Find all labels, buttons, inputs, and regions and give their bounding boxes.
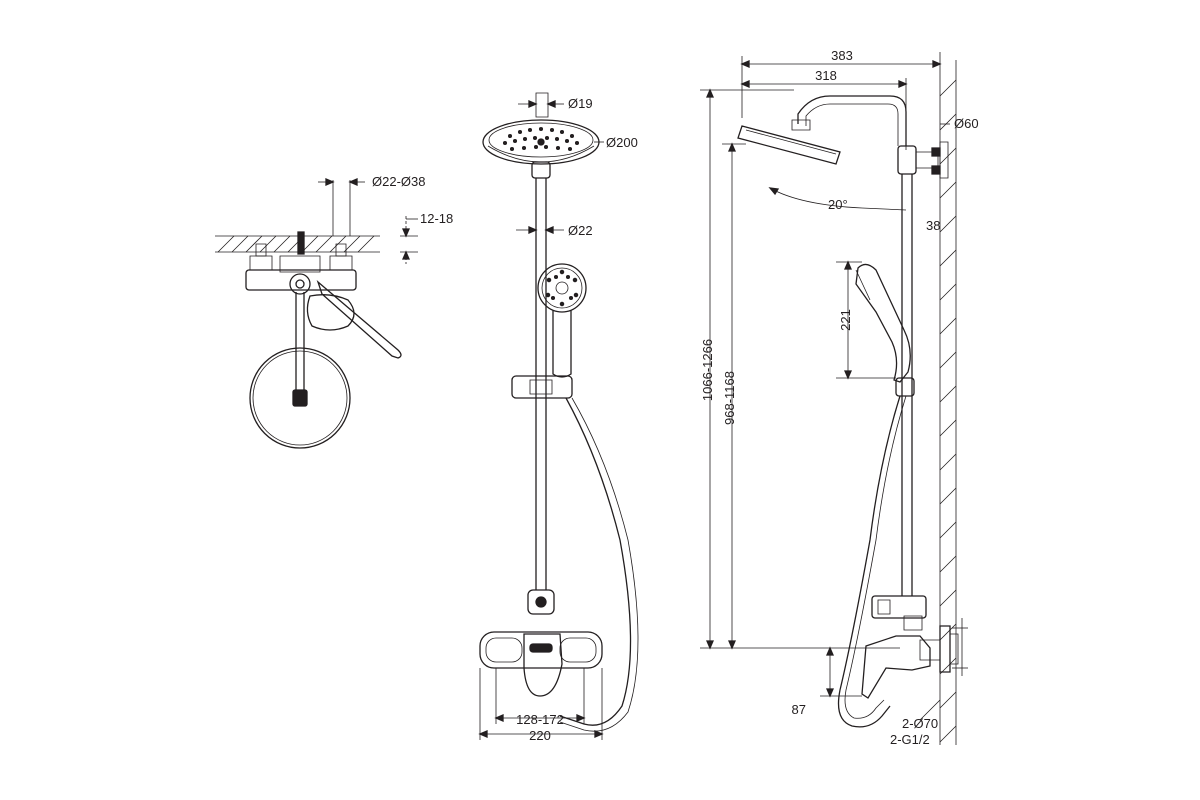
top-offset-label: 12-18 [420, 211, 453, 226]
top-view: Ø22-Ø38 12-18 [215, 174, 453, 448]
side-tilt-label: 20° [828, 197, 848, 212]
front-width-dimensions [480, 668, 602, 740]
head-nozzles [504, 128, 579, 151]
side-view: 383 318 20° Ø60 38 [700, 48, 979, 747]
top-inlet-dimension [318, 179, 365, 185]
top-inlet-label: Ø22-Ø38 [372, 174, 425, 189]
side-inner-height-label: 968-1168 [722, 371, 737, 425]
side-total-reach-label: 383 [831, 48, 853, 63]
side-height-dimensions [700, 90, 900, 648]
handheld-nozzles [546, 270, 577, 305]
front-outer-width-label: 220 [529, 728, 551, 743]
side-thread-label: 2-G1/2 [890, 732, 930, 747]
top-wall-hatch [215, 236, 380, 252]
side-arm-reach-label: 318 [815, 68, 837, 83]
side-handheld-label: 221 [838, 309, 853, 331]
front-rail-label: Ø22 [568, 223, 593, 238]
front-view: Ø19 Ø200 [480, 93, 638, 743]
front-connector-dimension [518, 101, 564, 107]
side-outlet-count-label: 2-Ø70 [902, 716, 938, 731]
side-reach-dimensions [742, 52, 940, 150]
front-connector-label: Ø19 [568, 96, 593, 111]
top-offset-dimension [400, 216, 418, 264]
side-outlet-dimension [820, 618, 968, 720]
side-bracket-offset-label: 38 [926, 218, 940, 233]
side-handheld-dimension [836, 262, 896, 378]
front-head-label: Ø200 [606, 135, 638, 150]
side-flange-label: Ø60 [954, 116, 979, 131]
side-outlet-height-label: 87 [792, 702, 806, 717]
front-inner-width-label: 128-172 [516, 712, 564, 727]
front-rail-dimension [516, 227, 564, 233]
side-total-height-label: 1066-1266 [700, 339, 715, 401]
